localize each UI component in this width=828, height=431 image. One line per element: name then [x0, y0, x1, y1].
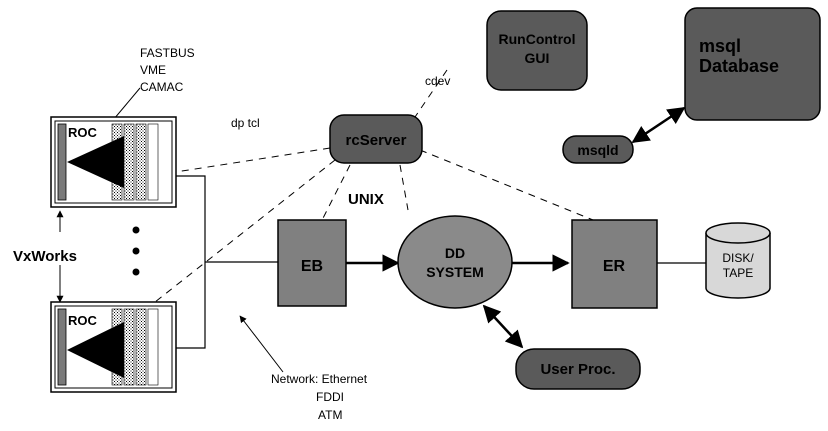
cdev-label: cdev — [425, 74, 450, 88]
network-label-3: ATM — [318, 408, 342, 422]
er-node: ER — [571, 219, 658, 309]
er-label: ER — [603, 258, 626, 275]
msqld-node: msqld — [562, 135, 634, 164]
network-lines — [176, 175, 706, 349]
dd-system-label-1: DD — [445, 245, 465, 261]
dp-tcl-label: dp tcl — [231, 116, 260, 130]
eb-node: EB — [277, 219, 347, 307]
unix-label: UNIX — [348, 191, 384, 208]
dd-system-label-2: SYSTEM — [426, 264, 484, 280]
msql-database-node: msql Database — [684, 7, 821, 121]
msqld-label: msqld — [577, 142, 618, 158]
runcontrol-gui-node: RunControl GUI — [486, 10, 588, 91]
rcserver-label: rcServer — [346, 132, 407, 149]
user-proc-label: User Proc. — [540, 361, 615, 378]
roc-crate-top: ROC — [50, 116, 177, 208]
bus-type-camac: CAMAC — [140, 80, 184, 94]
msql-database-label-2: Database — [699, 56, 779, 76]
disk-tape-label-1: DISK/ — [722, 251, 754, 265]
bus-type-vme: VME — [140, 63, 166, 77]
network-label-1: Network: Ethernet — [271, 372, 368, 386]
roc-crate-bottom: ROC — [50, 301, 177, 393]
disk-tape-label-2: TAPE — [723, 266, 753, 280]
roc-top-label: ROC — [68, 125, 98, 140]
vxworks-label: VxWorks — [13, 248, 77, 265]
rcserver-node: rcServer — [329, 114, 423, 164]
crate-ellipsis — [132, 226, 140, 276]
disk-tape-node: DISK/ TAPE — [705, 222, 771, 299]
network-label-2: FDDI — [316, 390, 344, 404]
roc-bottom-label: ROC — [68, 313, 98, 328]
eb-label: EB — [301, 258, 323, 275]
runcontrol-gui-label-2: GUI — [525, 50, 550, 66]
dd-system-node: DD SYSTEM — [397, 215, 513, 309]
data-flow-arrows — [346, 106, 686, 349]
user-proc-node: User Proc. — [515, 348, 641, 390]
runcontrol-gui-label-1: RunControl — [499, 31, 576, 47]
msql-database-label-1: msql — [699, 36, 741, 56]
bus-type-fastbus: FASTBUS — [140, 46, 195, 60]
